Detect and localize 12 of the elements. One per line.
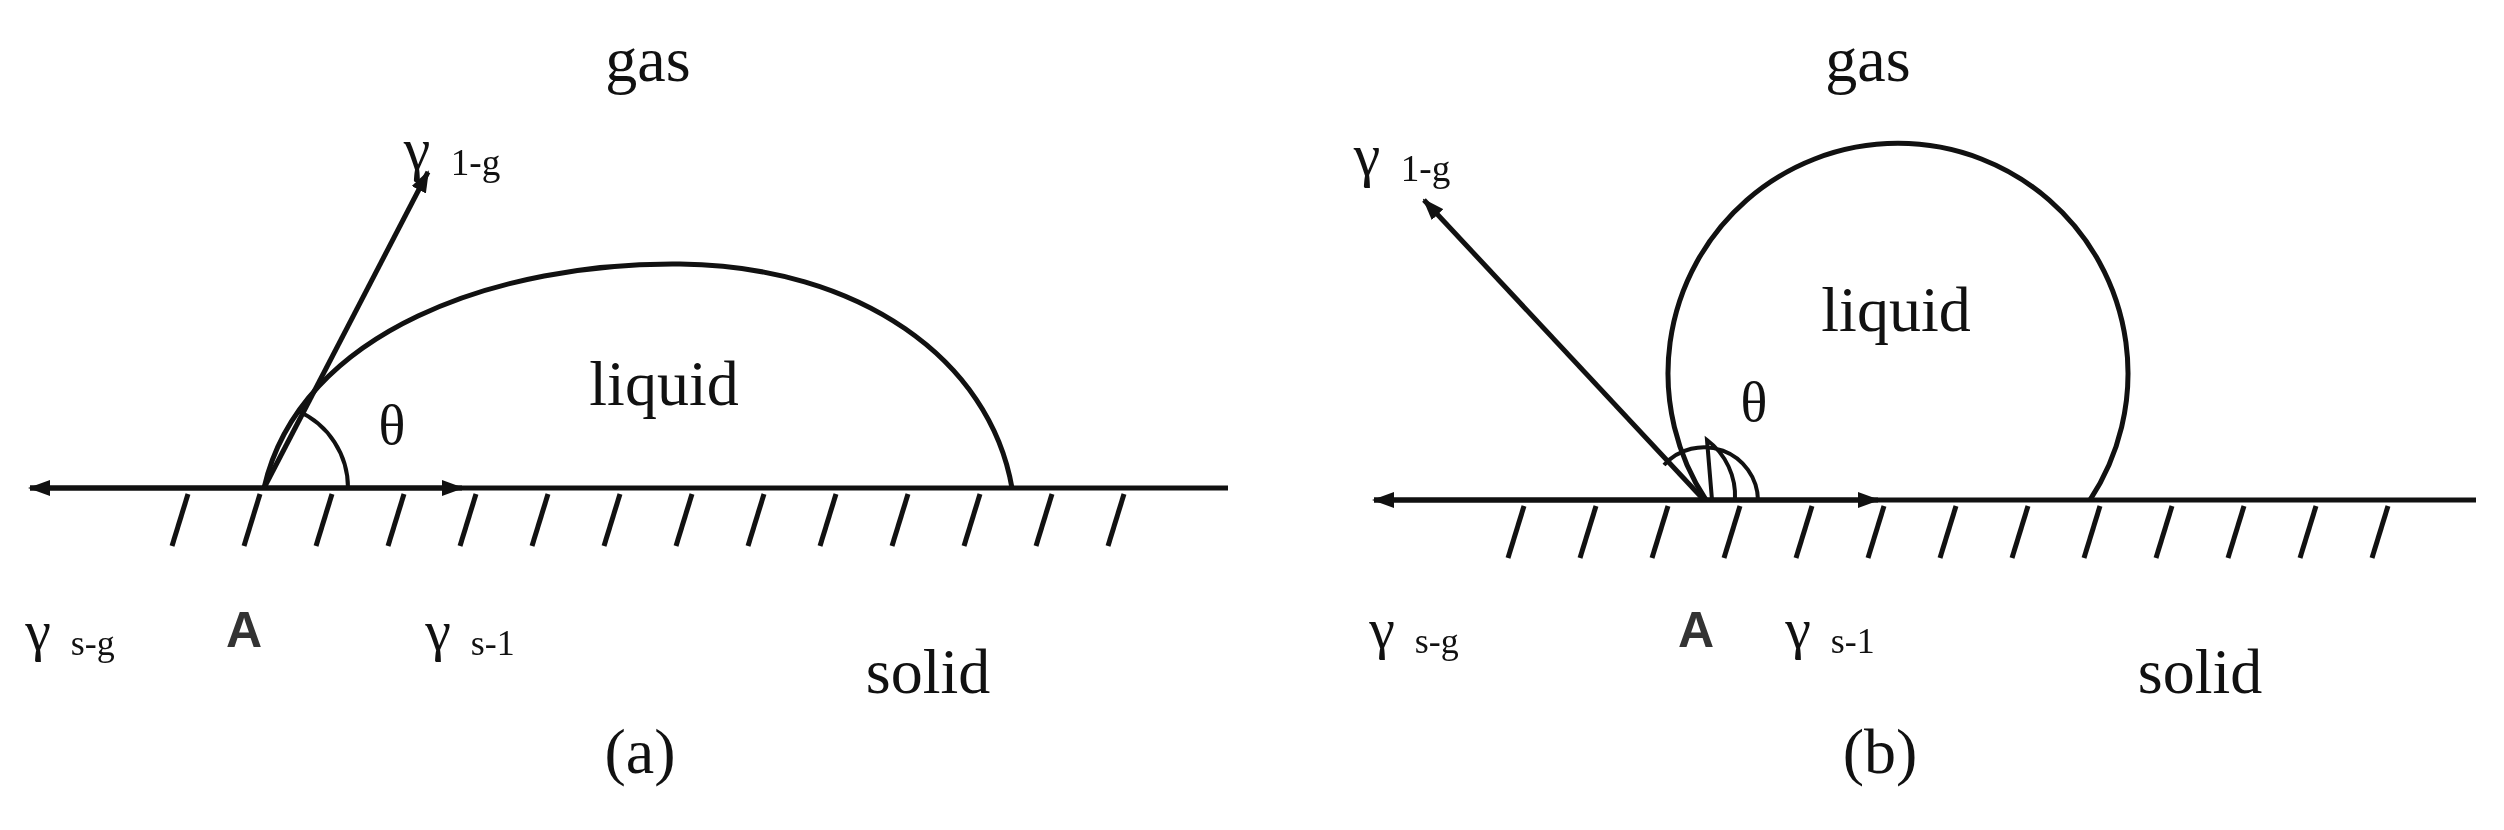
point-label: A — [225, 605, 263, 655]
diagram-label: θ — [1740, 374, 1768, 430]
diagram-label: θ — [378, 397, 406, 453]
diagram-label: γ $_{s-1}$ — [425, 601, 515, 663]
diagram-label: γ $_{1-g}$ — [1353, 125, 1451, 187]
diagram-label: γ $_{s-g}$ — [1369, 599, 1459, 661]
diagram-label: solid — [2137, 640, 2263, 704]
diagram-label: solid — [865, 640, 991, 704]
diagram-label: γ $_{1-g}$ — [403, 119, 501, 181]
diagram-label: γ $_{s-1}$ — [1785, 599, 1875, 661]
point-label: A — [1677, 605, 1715, 655]
diagram-label: γ $_{s-g}$ — [25, 601, 115, 663]
